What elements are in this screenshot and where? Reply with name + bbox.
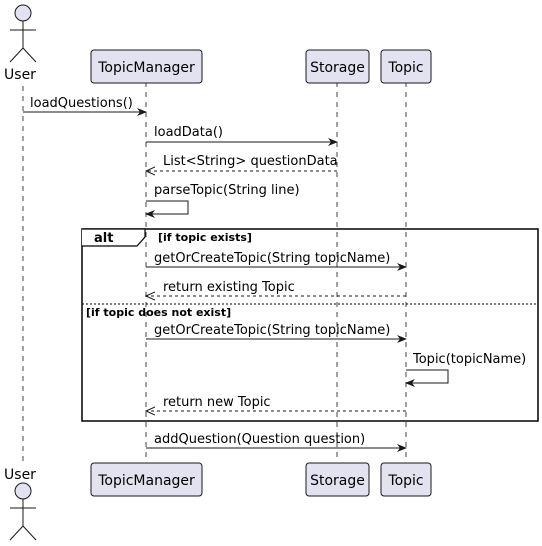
user-actor-bottom: User: [4, 467, 37, 541]
message-question-data-return: List<String> questionData: [146, 154, 338, 171]
topicmanager-box-bottom: TopicManager: [90, 462, 203, 497]
message-label: return existing Topic: [163, 280, 295, 295]
message-label: loadQuestions(): [30, 96, 133, 111]
storage-box-top: Storage: [305, 49, 370, 84]
message-label: addQuestion(Question question): [154, 432, 365, 447]
message-load-questions: loadQuestions(): [23, 96, 147, 116]
message-label: Topic(topicName): [412, 352, 526, 367]
storage-label-bottom: Storage: [310, 473, 365, 489]
user-label-bottom: User: [4, 467, 36, 483]
topic-label-top: Topic: [387, 60, 423, 76]
message-load-data: loadData(): [146, 125, 338, 146]
message-return-existing: return existing Topic: [146, 280, 406, 296]
actor-icon: [9, 4, 37, 63]
topic-box-top: Topic: [380, 49, 432, 84]
storage-label-top: Storage: [310, 60, 365, 76]
message-label: List<String> questionData: [163, 154, 338, 169]
message-label: getOrCreateTopic(String topicName): [154, 251, 390, 266]
alt-guard-2: [if topic does not exist]: [86, 306, 231, 319]
message-label: return new Topic: [163, 395, 271, 410]
message-parse-topic: parseTopic(String line): [145, 183, 300, 218]
alt-keyword: alt: [94, 231, 113, 246]
message-add-question: addQuestion(Question question): [146, 432, 407, 452]
topic-box-bottom: Topic: [380, 462, 432, 497]
user-actor-top: User: [4, 4, 37, 83]
actor-icon: [9, 482, 37, 541]
message-topic-constructor: Topic(topicName): [405, 352, 526, 387]
message-get-or-create-1: getOrCreateTopic(String topicName): [146, 251, 407, 271]
alt-guard-1: [if topic exists]: [158, 231, 252, 244]
message-label: getOrCreateTopic(String topicName): [154, 323, 390, 338]
message-label: loadData(): [154, 125, 223, 140]
topicmanager-label-top: TopicManager: [97, 60, 195, 76]
storage-box-bottom: Storage: [305, 462, 370, 497]
topicmanager-label-bottom: TopicManager: [97, 473, 195, 489]
message-label: parseTopic(String line): [154, 183, 300, 198]
alt-fragment: alt [if topic exists] [if topic does not…: [81, 228, 539, 422]
message-return-new: return new Topic: [146, 395, 406, 411]
topic-label-bottom: Topic: [387, 473, 423, 489]
message-get-or-create-2: getOrCreateTopic(String topicName): [146, 323, 407, 343]
topicmanager-box-top: TopicManager: [90, 49, 203, 84]
user-label-top: User: [4, 67, 36, 83]
